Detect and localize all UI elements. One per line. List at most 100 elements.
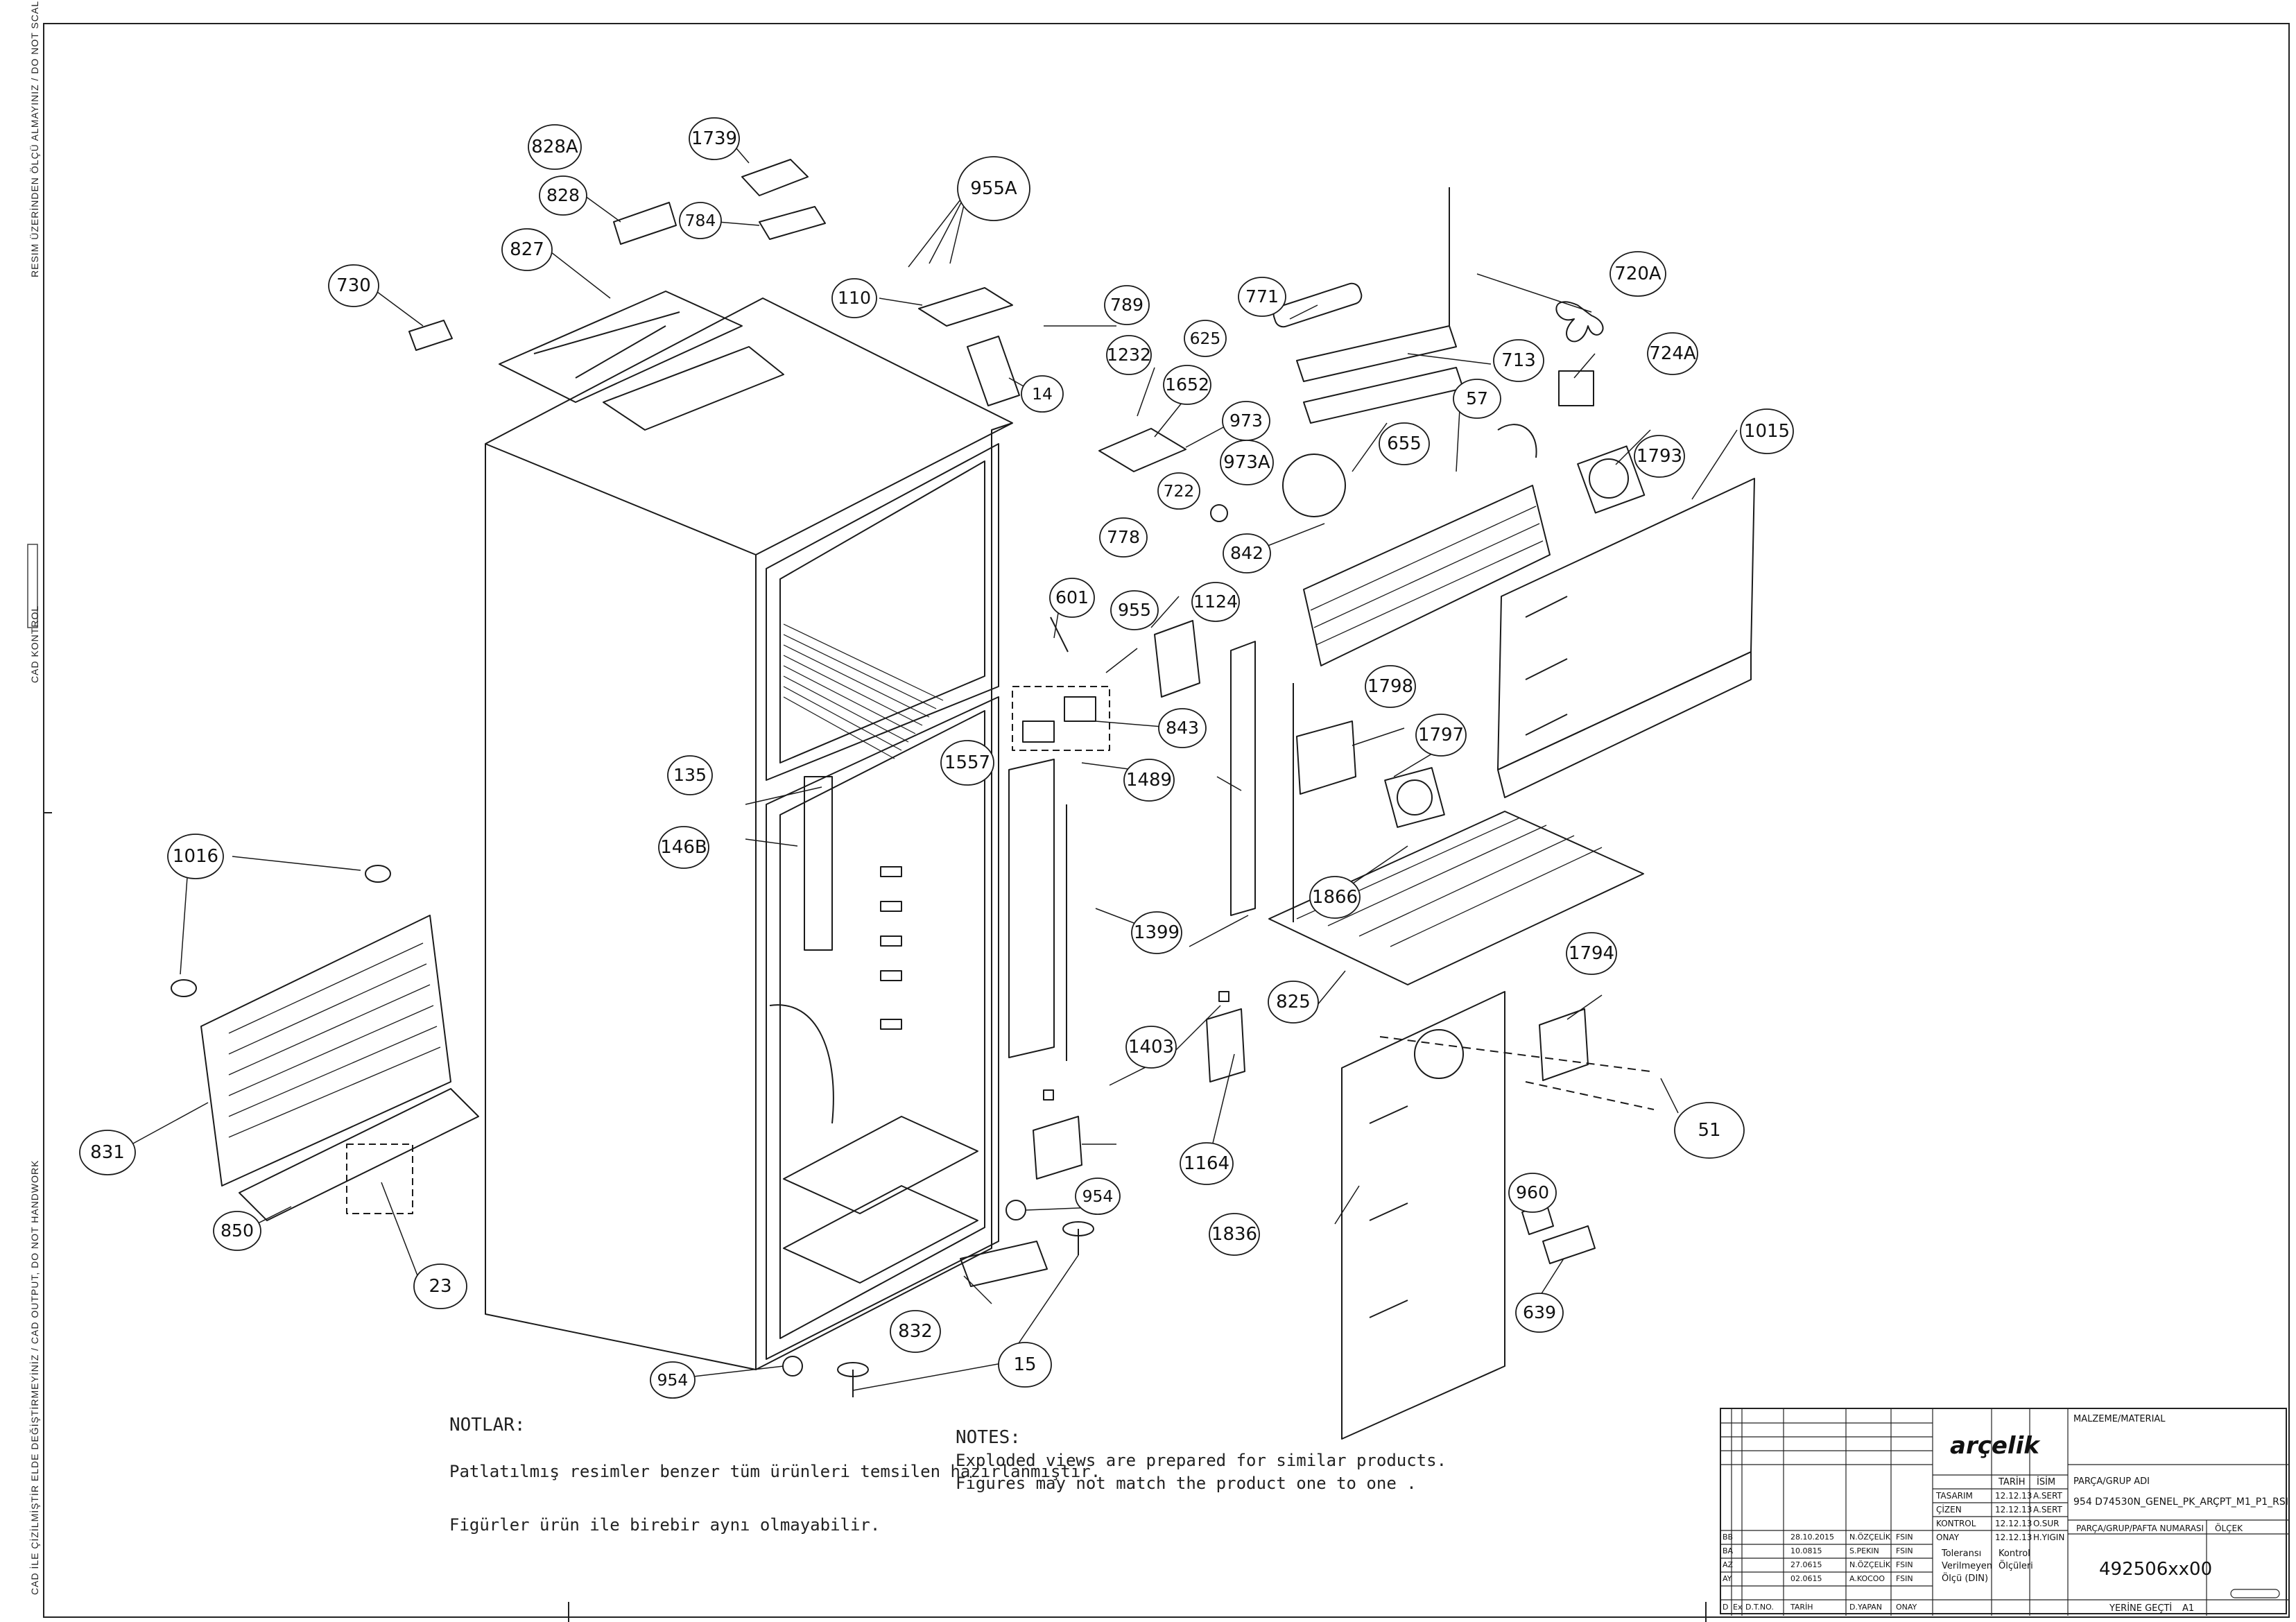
callout-circle-850 — [213, 1211, 261, 1251]
group-label: PARÇA/GRUP ADI — [2073, 1476, 2150, 1487]
callout-label-1489: 1489 — [1126, 770, 1172, 791]
side-text-top: RESIM ÜZERİNDEN ÖLÇÜ ALMAYINIZ / DO NOT … — [29, 0, 40, 277]
callout-circle-1489 — [1123, 759, 1175, 802]
role-1: ÇİZEN — [1936, 1505, 1962, 1515]
callout-label-954: 954 — [657, 1370, 689, 1390]
callout-label-713: 713 — [1501, 350, 1536, 371]
callout-circle-1232 — [1106, 335, 1152, 375]
part-722 — [1210, 504, 1228, 522]
callout-circle-14 — [1021, 375, 1064, 413]
part-57 — [1303, 424, 1551, 666]
notes-tr-title: NOTLAR: — [449, 1415, 526, 1435]
callout-label-1739: 1739 — [691, 128, 737, 149]
callout-circle-955 — [1110, 590, 1159, 630]
part-639 — [1542, 1225, 1596, 1264]
callout-label-722: 722 — [1164, 481, 1195, 501]
notes-en-title: NOTES: — [956, 1427, 1021, 1448]
revision-id: AY — [1723, 1574, 1732, 1583]
callout-label-1794: 1794 — [1569, 943, 1614, 964]
revision-by: FSIN — [1896, 1546, 1913, 1555]
part-724A — [1558, 370, 1594, 406]
callout-label-778: 778 — [1107, 527, 1140, 547]
callout-circle-1797 — [1415, 714, 1467, 757]
callout-circle-1798 — [1365, 665, 1416, 708]
callout-label-1652: 1652 — [1165, 374, 1209, 395]
callout-label-973: 973 — [1229, 411, 1263, 431]
callout-circle-1739 — [689, 117, 740, 160]
callout-label-954: 954 — [1082, 1187, 1114, 1206]
part-827 — [499, 291, 784, 431]
tolerance-0: Toleransı — [1942, 1548, 1982, 1559]
part-number: 492506xx00 — [2099, 1559, 2213, 1580]
callout-label-828: 828 — [546, 185, 580, 205]
callout-circle-828A — [528, 124, 582, 170]
number-label: PARÇA/GRUP/PAFTA NUMARASI — [2076, 1524, 2204, 1533]
callout-label-832: 832 — [898, 1321, 933, 1342]
part-713 — [1296, 325, 1464, 424]
revision-id: BA — [1723, 1546, 1734, 1555]
part-1164 — [1206, 1008, 1245, 1082]
callout-circle-1164 — [1180, 1142, 1234, 1185]
part-14 — [967, 336, 1020, 406]
callout-circle-771 — [1238, 277, 1286, 317]
callout-label-146B: 146B — [660, 837, 707, 858]
callout-circle-57 — [1453, 379, 1501, 419]
revision-by: FSIN — [1896, 1574, 1913, 1583]
callout-label-1793: 1793 — [1637, 446, 1682, 467]
callout-circle-1652 — [1163, 365, 1211, 405]
revision-date: 27.0615 — [1790, 1560, 1822, 1569]
revision-by: FSIN — [1896, 1560, 1913, 1569]
title-block-grid — [1721, 1409, 2288, 1616]
callout-label-955: 955 — [1118, 600, 1151, 620]
callout-circle-720A — [1609, 251, 1666, 297]
callout-label-51: 51 — [1698, 1120, 1720, 1141]
callout-label-639: 639 — [1523, 1302, 1556, 1322]
part-15 — [837, 1221, 1094, 1397]
callout-circle-110 — [831, 278, 877, 318]
name-2: O.SUR — [2033, 1519, 2060, 1528]
callout-label-1124: 1124 — [1193, 592, 1238, 612]
callout-label-842: 842 — [1230, 543, 1263, 563]
callout-label-955A: 955A — [970, 178, 1017, 199]
sheet-size: A1 — [2182, 1603, 2195, 1614]
callout-circle-625 — [1184, 320, 1227, 357]
callout-label-1797: 1797 — [1418, 725, 1464, 745]
callout-circle-724A — [1647, 332, 1698, 375]
callout-circle-825 — [1268, 981, 1319, 1024]
tolerance-1: Verilmeyen — [1942, 1561, 1993, 1571]
name-3: H.YIGIN — [2033, 1533, 2065, 1542]
callout-label-1557: 1557 — [944, 752, 990, 773]
part-1403 — [1043, 1089, 1054, 1101]
callout-label-1015: 1015 — [1744, 421, 1790, 442]
role-0: TASARIM — [1936, 1491, 1973, 1501]
callout-label-720A: 720A — [1614, 264, 1661, 284]
callout-circle-51 — [1674, 1102, 1745, 1159]
callout-label-828A: 828A — [531, 137, 578, 157]
callout-circle-730 — [328, 264, 379, 307]
date-1: 12.12.13 — [1995, 1505, 2032, 1515]
control-0: Kontrol — [1999, 1548, 2030, 1559]
callout-circle-1794 — [1566, 932, 1617, 975]
callout-label-135: 135 — [673, 765, 707, 785]
callout-label-14: 14 — [1032, 384, 1053, 404]
revision-header-cell: ONAY — [1896, 1603, 1917, 1612]
notes-en-line2: Figures may not match the product one to… — [956, 1474, 1417, 1493]
callout-label-601: 601 — [1055, 587, 1089, 607]
part-1557-group — [1012, 686, 1110, 751]
revision-header-cell: D.T.NO. — [1745, 1603, 1774, 1612]
callout-circle-1793 — [1634, 435, 1685, 478]
material-label: MALZEME/MATERIAL — [2073, 1414, 2166, 1424]
callout-label-724A: 724A — [1649, 343, 1696, 364]
callout-circle-1399 — [1131, 911, 1182, 954]
callout-circle-842 — [1223, 533, 1271, 573]
callout-label-110: 110 — [838, 288, 871, 308]
revision-name: S.PEKIN — [1849, 1546, 1879, 1555]
callout-circle-1866 — [1309, 876, 1361, 919]
callout-circle-843 — [1158, 708, 1207, 748]
callout-circle-135 — [667, 755, 713, 795]
side-text-bottom: CAD İLE ÇİZİLMİŞTİR ELDE DEĞİŞTİRMEYİNİZ… — [29, 1159, 40, 1595]
notes-tr-line1: Patlatılmış resimler benzer tüm ürünleri… — [449, 1462, 1101, 1481]
callout-label-960: 960 — [1516, 1182, 1549, 1202]
